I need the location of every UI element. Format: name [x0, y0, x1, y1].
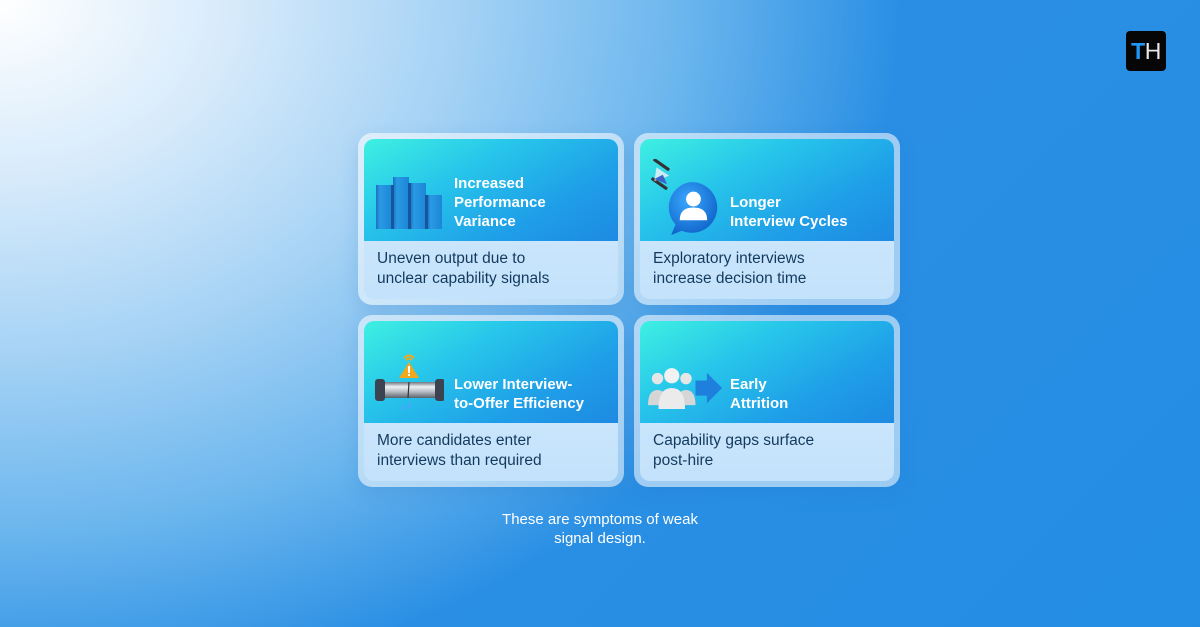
footer-caption: These are symptoms of weak signal design… — [502, 511, 698, 547]
card-title: Lower Interview- to-Offer Efficiency — [454, 376, 585, 412]
card-header: Increased Performance Variance — [364, 139, 618, 241]
bar-chart-icon — [376, 177, 442, 229]
logo-letter-t: T — [1131, 37, 1145, 64]
leaking-pipe-warning-icon — [375, 354, 444, 411]
card-inner: Increased Performance Variance Uneven ou… — [364, 139, 618, 299]
card-title: Longer Interview Cycles — [730, 194, 848, 230]
hourglass-user-chat-icon — [651, 159, 718, 235]
people-exit-arrow-icon — [648, 368, 723, 409]
card-inner: Early Attrition Capability gaps surface … — [640, 321, 894, 481]
card-interview-cycles: Longer Interview Cycles Exploratory inte… — [634, 133, 900, 305]
card-description: Exploratory interviews increase decision… — [653, 250, 807, 287]
logo-letter-h: H — [1144, 37, 1162, 64]
card-inner: Lower Interview- to-Offer Efficiency Mor… — [364, 321, 618, 481]
card-title: Early Attrition — [730, 376, 789, 412]
card-inner: Longer Interview Cycles Exploratory inte… — [640, 139, 894, 299]
card-interview-offer-efficiency: Lower Interview- to-Offer Efficiency Mor… — [358, 315, 624, 487]
card-header: Lower Interview- to-Offer Efficiency — [364, 321, 618, 423]
card-description: More candidates enter interviews than re… — [377, 432, 542, 469]
card-header: Longer Interview Cycles — [640, 139, 894, 241]
card-description: Uneven output due to unclear capability … — [377, 250, 550, 287]
card-performance-variance: Increased Performance Variance Uneven ou… — [358, 133, 624, 305]
card-header: Early Attrition — [640, 321, 894, 423]
card-early-attrition: Early Attrition Capability gaps surface … — [634, 315, 900, 487]
card-title: Increased Performance Variance — [454, 175, 546, 230]
card-description: Capability gaps surface post-hire — [653, 432, 815, 469]
